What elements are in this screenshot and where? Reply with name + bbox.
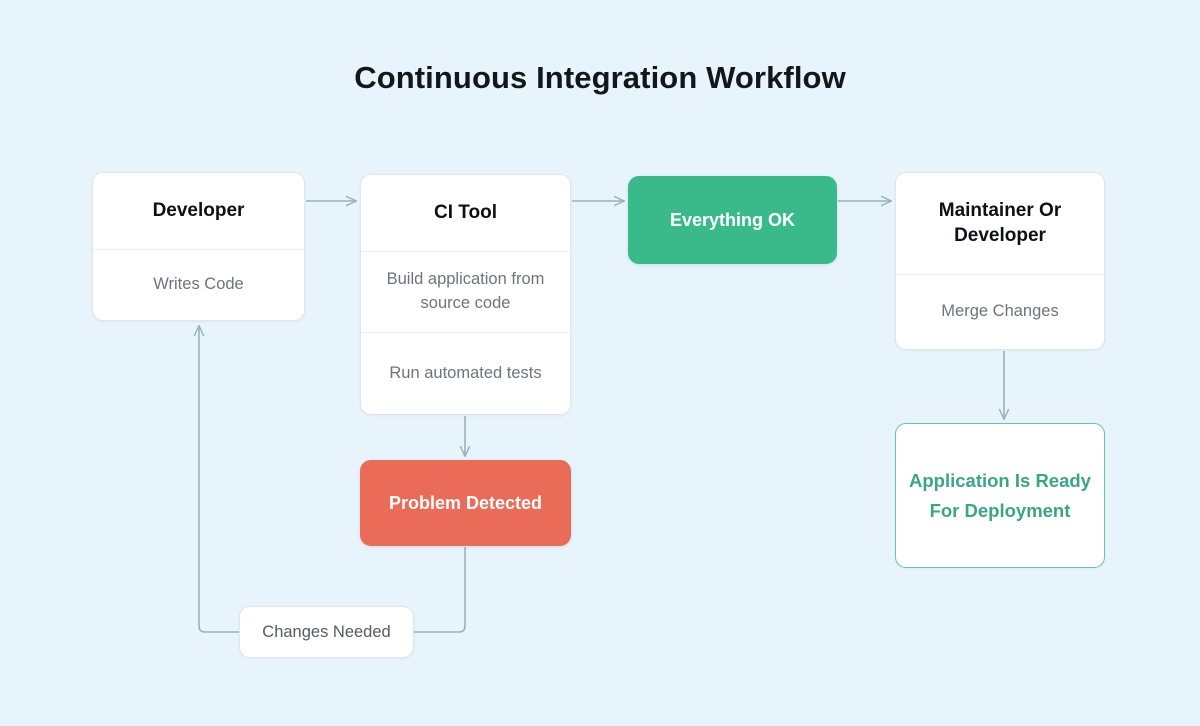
node-developer[interactable]: Developer Writes Code: [92, 172, 305, 321]
node-maintainer-or-developer[interactable]: Maintainer Or Developer Merge Changes: [895, 172, 1105, 350]
edge-label-changes-needed-text: Changes Needed: [262, 622, 391, 641]
node-problem-detected[interactable]: Problem Detected: [360, 460, 571, 546]
page-title: Continuous Integration Workflow: [354, 60, 846, 95]
node-developer-row-0: Writes Code: [93, 249, 304, 320]
node-maintainer-row-0: Merge Changes: [896, 274, 1104, 349]
node-ci-tool[interactable]: CI Tool Build application from source co…: [360, 174, 571, 415]
node-problem-detected-label: Problem Detected: [388, 492, 543, 513]
node-ci-tool-header: CI Tool: [434, 201, 497, 223]
node-everything-ok[interactable]: Everything OK: [628, 176, 837, 264]
node-developer-header: Developer: [152, 199, 245, 221]
node-ci-tool-row-0: Build application from source code: [361, 250, 570, 333]
node-application-ready[interactable]: Application Is Ready For Deployment: [895, 423, 1105, 568]
node-application-ready-label: Application Is Ready For Deployment: [909, 469, 1091, 521]
node-maintainer-header: Maintainer Or Developer: [938, 200, 1062, 246]
edge-label-changes-needed[interactable]: Changes Needed: [239, 606, 414, 658]
node-ci-tool-row-1: Run automated tests: [361, 332, 570, 414]
node-everything-ok-label: Everything OK: [669, 209, 796, 230]
